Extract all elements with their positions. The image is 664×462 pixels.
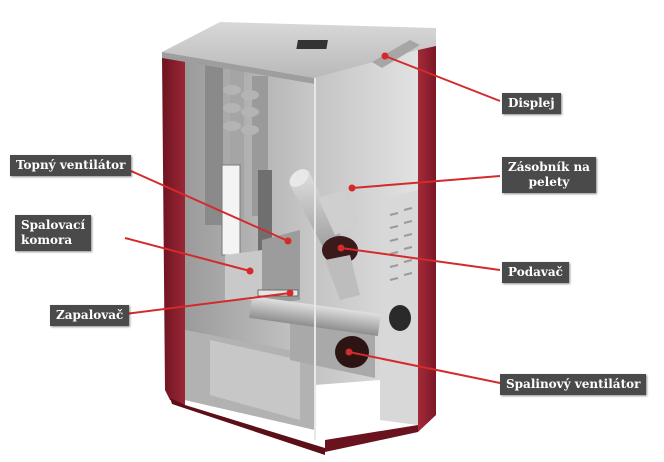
pointer-zasobnik [351,175,501,189]
label-zapalovac-text: Zapalovač [56,308,124,322]
label-displej: Displej [502,93,561,114]
pointer-lines [124,52,501,384]
display-panel [372,40,420,68]
label-zasobnik-na-pelety: Zásobník na pelety [502,157,596,193]
right-casing-panel [418,40,436,432]
combustion-chamber [262,230,300,305]
left-casing-panel [162,55,185,405]
pointer-podavac [340,247,501,271]
label-spalinovy-ventilator: Spalinový ventilátor [500,374,647,395]
label-spalovaci-line2: komora [21,233,73,247]
label-spalinovy-ventilator-text: Spalinový ventilátor [506,377,641,391]
label-spalovaci-line1: Spalovací [21,218,86,232]
label-zapalovac: Zapalovač [50,305,130,326]
label-displej-text: Displej [508,96,555,110]
pointer-displej [384,55,501,102]
flue-outlet [389,305,411,331]
label-spalovaci-komora: Spalovací komora [15,215,92,251]
pointer-topny-ventilator [130,170,289,242]
top-lid [162,22,436,78]
label-zasobnik-line1: Zásobník na [508,160,590,174]
label-zasobnik-line2: pelety [528,175,570,189]
label-topny-ventilator: Topný ventilátor [10,155,132,176]
label-topny-ventilator-text: Topný ventilátor [16,158,126,172]
label-podavac: Podavač [502,262,569,283]
pointer-zapalovac [124,292,291,315]
igniter-rod [257,289,299,297]
stove-body [162,22,436,455]
label-podavac-text: Podavač [508,265,563,279]
pointer-spalovaci-komora [124,237,251,272]
pointer-spalinovy-ventilator [348,351,501,384]
